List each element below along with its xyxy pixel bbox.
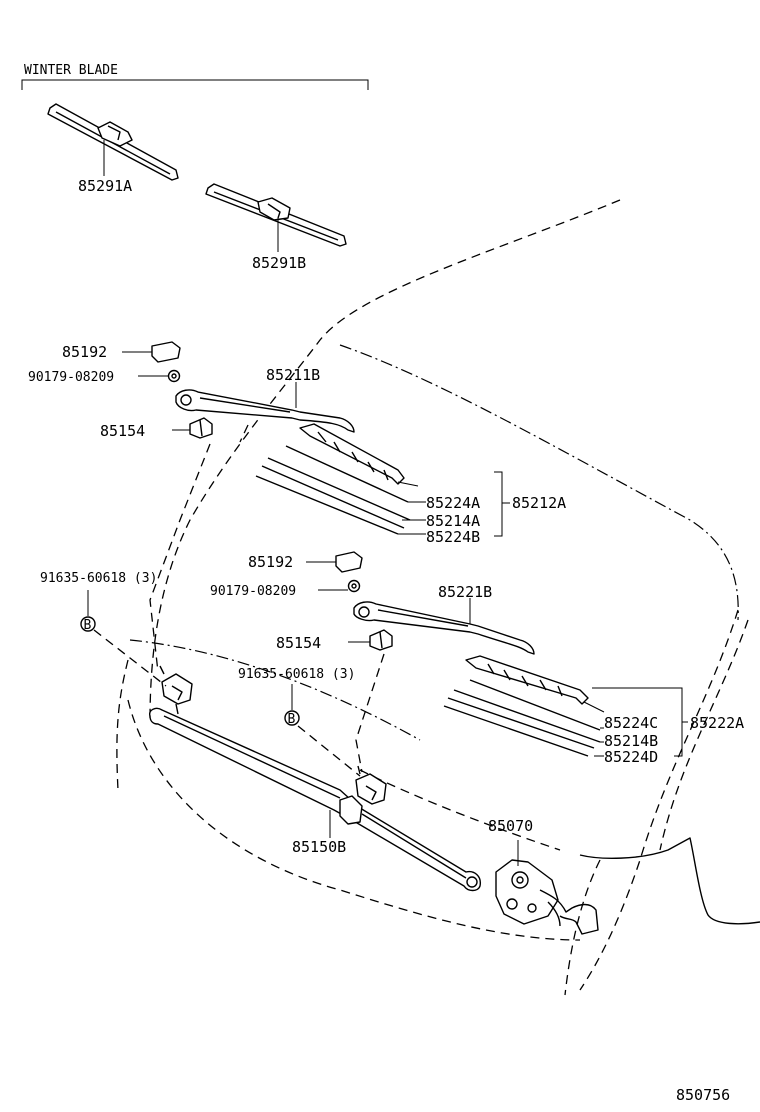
nut-90179-lower	[347, 579, 361, 593]
label-85070: 85070	[488, 817, 533, 835]
bushing-85154-upper	[189, 417, 213, 439]
label-91635-upper: 91635-60618 (3)	[40, 571, 157, 586]
vehicle-outline	[116, 199, 760, 996]
label-85154-upper: 85154	[100, 422, 145, 440]
arm-cap-85192-upper	[151, 341, 181, 363]
wiper-blade-85212a	[255, 423, 411, 535]
svg-text:B: B	[288, 712, 296, 727]
bolt-marker-b-upper[interactable]: B	[80, 616, 96, 633]
arm-cap-85192-lower	[335, 551, 363, 573]
winter-blade-bracket	[21, 79, 369, 90]
label-90179-upper: 90179-08209	[28, 370, 114, 385]
wiper-arm-85211b	[175, 389, 355, 433]
svg-text:B: B	[84, 618, 92, 633]
label-85192-lower: 85192	[248, 553, 293, 571]
label-85224b: 85224B	[426, 528, 480, 546]
label-85154-lower: 85154	[276, 634, 321, 652]
wiper-motor-85070	[495, 859, 599, 935]
nut-90179-upper	[167, 369, 181, 383]
label-85192-upper: 85192	[62, 343, 107, 361]
label-85291b: 85291B	[252, 254, 306, 272]
label-85212a: 85212A	[512, 494, 566, 512]
wiper-link-85150b	[149, 665, 481, 892]
winter-blade-85291b	[205, 183, 347, 247]
label-85224a: 85224A	[426, 494, 480, 512]
label-85211b: 85211B	[266, 366, 320, 384]
figure-number: 850756	[676, 1086, 730, 1104]
winter-blade-heading: WINTER BLADE	[24, 63, 118, 78]
bushing-85154-lower	[369, 629, 393, 651]
label-85291a: 85291A	[78, 177, 132, 195]
label-90179-lower: 90179-08209	[210, 584, 296, 599]
label-85222a: 85222A	[690, 714, 744, 732]
label-85150b: 85150B	[292, 838, 346, 856]
label-91635-lower: 91635-60618 (3)	[238, 667, 355, 682]
label-85214a: 85214A	[426, 512, 480, 530]
winter-blade-85291a	[47, 103, 179, 181]
wiper-arm-85221b	[353, 601, 535, 655]
label-85214b: 85214B	[604, 732, 658, 750]
bolt-marker-b-lower[interactable]: B	[284, 710, 300, 727]
wiper-blade-85222a	[443, 655, 601, 757]
label-85224c: 85224C	[604, 714, 658, 732]
label-85221b: 85221B	[438, 583, 492, 601]
label-85224d: 85224D	[604, 748, 658, 766]
